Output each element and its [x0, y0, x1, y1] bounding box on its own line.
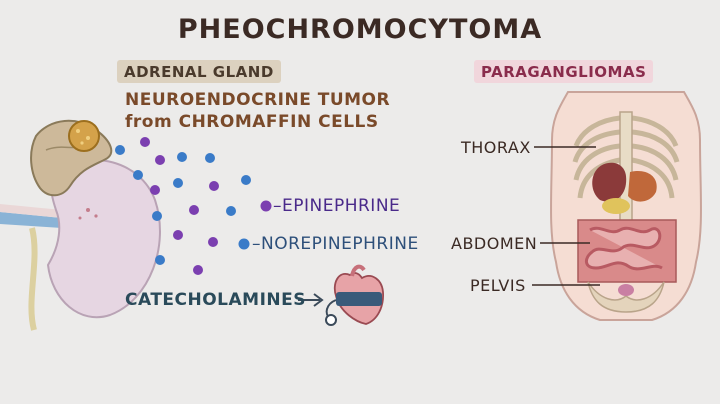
- bladder-icon: [618, 284, 634, 296]
- abdomen-label: ABDOMEN: [451, 234, 538, 253]
- norepinephrine-molecule: [115, 145, 125, 155]
- epinephrine-molecule: [193, 265, 203, 275]
- epinephrine-molecule: [209, 181, 219, 191]
- hormone-molecules: [115, 137, 272, 275]
- epinephrine-label: –EPINEPHRINE: [273, 196, 401, 216]
- ureter-icon: [28, 227, 38, 331]
- norepinephrine-molecule: [226, 206, 236, 216]
- pancreas-icon: [602, 198, 630, 214]
- norepinephrine-molecule: [155, 255, 165, 265]
- pelvis-label: PELVIS: [470, 276, 526, 295]
- renal-artery-icon: [0, 204, 62, 218]
- epinephrine-legend-icon: [260, 200, 272, 212]
- tumor-description-line1: NEUROENDOCRINE TUMOR: [125, 90, 391, 110]
- tumor-description-line2: from CHROMAFFIN CELLS: [125, 112, 379, 132]
- ribcage-icon: [572, 115, 680, 199]
- norepinephrine-molecule: [152, 211, 162, 221]
- gauge-icon: [325, 314, 337, 326]
- small-intestine-icon: [585, 226, 663, 271]
- thorax-label: THORAX: [461, 138, 531, 157]
- epinephrine-molecule: [150, 185, 160, 195]
- catecholamines-label: CATECHOLAMINES: [125, 290, 306, 310]
- heart-icon: [325, 264, 384, 326]
- epinephrine-molecule: [155, 155, 165, 165]
- liver-icon: [592, 162, 627, 202]
- norepinephrine-legend-icon: [238, 238, 250, 250]
- paragangliomas-tag: PARAGANGLIOMAS: [474, 60, 654, 83]
- stomach-icon: [628, 170, 657, 202]
- renal-vein-icon: [0, 212, 62, 228]
- norepinephrine-molecule: [173, 178, 183, 188]
- pelvis-bone-icon: [587, 281, 665, 313]
- epinephrine-molecule: [189, 205, 199, 215]
- label-pointers: [532, 146, 600, 286]
- torso-illustration: [550, 91, 702, 321]
- norepinephrine-molecule: [241, 175, 251, 185]
- arrow-icon: [298, 293, 324, 307]
- bp-cuff-icon: [336, 292, 382, 306]
- norepinephrine-molecule: [133, 170, 143, 180]
- page-title: PHEOCHROMOCYTOMA: [177, 14, 543, 45]
- tumor-icon: [68, 120, 100, 152]
- norepinephrine-molecule: [177, 152, 187, 162]
- epinephrine-molecule: [208, 237, 218, 247]
- norepinephrine-molecule: [205, 153, 215, 163]
- epinephrine-molecule: [140, 137, 150, 147]
- norepinephrine-label: –NOREPINEPHRINE: [252, 234, 419, 254]
- epinephrine-molecule: [173, 230, 183, 240]
- adrenal-gland-tag: ADRENAL GLAND: [117, 60, 281, 83]
